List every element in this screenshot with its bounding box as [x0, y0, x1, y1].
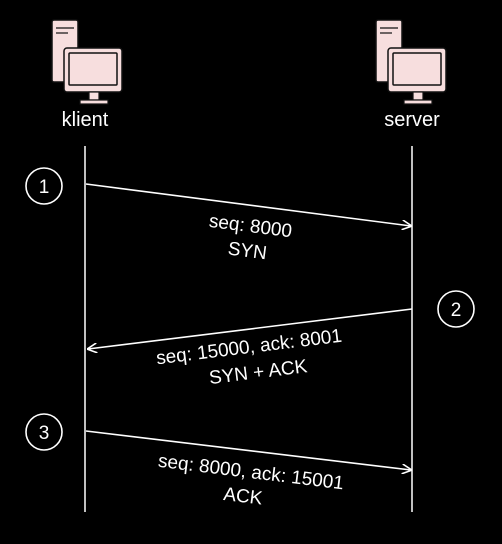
server-label: server: [384, 109, 440, 131]
message-arrow: [85, 430, 411, 470]
step-number-circle: [25, 167, 63, 205]
step-1: 1 seq: 8000 SYN: [25, 167, 411, 264]
step-number-circle: [25, 413, 63, 451]
step-number: 3: [39, 423, 50, 444]
computer-icon: [51, 19, 123, 105]
server-participant: server: [375, 19, 447, 512]
message-label-line2: ACK: [222, 484, 264, 510]
message-arrow: [85, 183, 411, 226]
step-number-circle: [437, 290, 475, 328]
client-label: klient: [62, 109, 109, 131]
client-participant: klient: [51, 19, 123, 512]
computer-icon: [375, 19, 447, 105]
step-number: 2: [451, 300, 462, 321]
message-label-line2: SYN: [227, 238, 268, 264]
step-number: 1: [39, 177, 50, 198]
message-arrow: [88, 308, 413, 349]
